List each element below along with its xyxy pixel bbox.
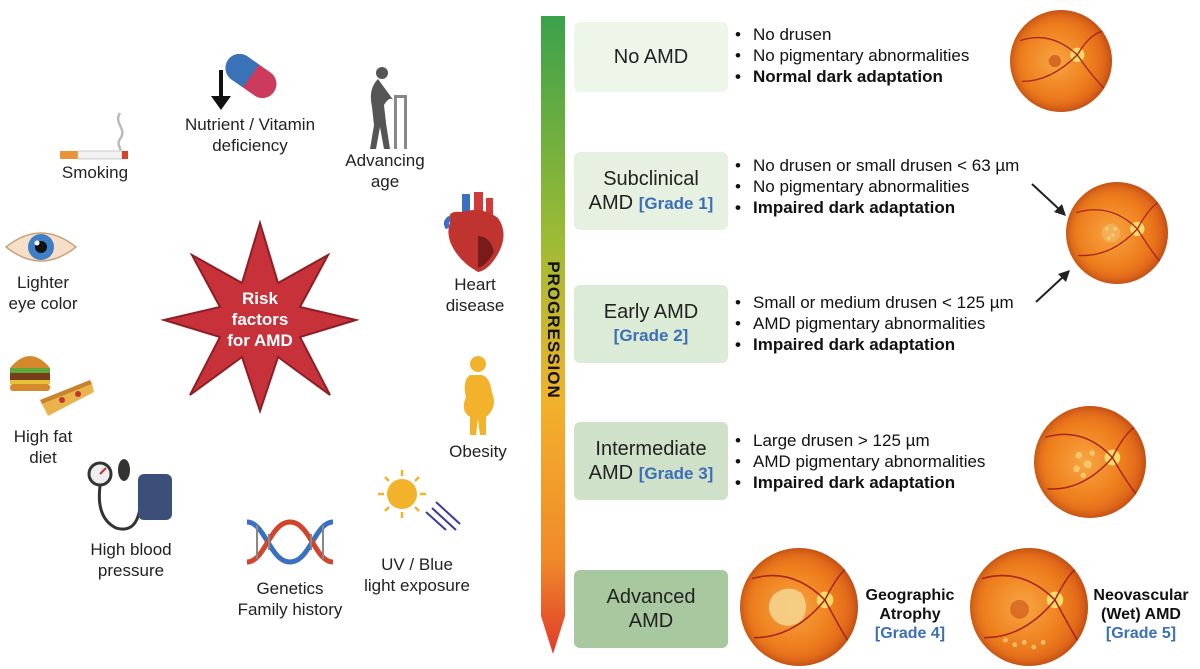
stage-early: Early AMD [Grade 2]	[574, 285, 728, 363]
retina-intermediate-image	[1034, 406, 1146, 518]
stage-no-amd-bullets: No drusen No pigmentary abnormalities No…	[735, 24, 969, 87]
blood-pressure-icon	[87, 459, 172, 531]
dna-icon	[246, 519, 334, 565]
elderly-walker-icon	[370, 67, 407, 149]
risk-label-heart: Heart disease	[445, 275, 505, 315]
risk-factors-star	[160, 219, 360, 415]
obesity-icon	[463, 356, 494, 435]
risk-factors-title: Risk factors for AMD	[227, 289, 293, 350]
risk-label-smoking: Smoking	[61, 163, 129, 182]
progression-arrow	[541, 16, 565, 654]
risk-label-uv: UV / Blue light exposure	[364, 555, 470, 595]
retina-geographic-atrophy-image	[740, 548, 858, 666]
risk-label-diet: High fat diet	[13, 427, 73, 467]
stage-intermediate: Intermediate AMD [Grade 3]	[574, 422, 728, 500]
pill-icon	[211, 53, 277, 110]
stage-advanced: Advanced AMD	[574, 570, 728, 648]
arrow-to-retina-2	[1035, 270, 1070, 303]
progression-label: PROGRESSION	[544, 261, 563, 399]
risk-label-bp: High blood pressure	[90, 540, 172, 580]
retina-normal-image	[1010, 10, 1112, 112]
stage-subclinical: Subclinical AMD [Grade 1]	[574, 152, 728, 230]
retina-neovascular-image	[970, 548, 1088, 666]
stage-no-amd: No AMD	[574, 22, 728, 92]
sun-uv-icon	[378, 470, 461, 531]
risk-label-eye: Lighter eye color	[8, 273, 78, 313]
advanced-ga-label: Geographic Atrophy [Grade 4]	[865, 587, 955, 642]
cigarette-icon	[60, 112, 128, 160]
arrow-to-retina-1	[1031, 183, 1066, 216]
risk-label-age: Advancing age	[345, 151, 425, 191]
risk-label-obesity: Obesity	[449, 442, 507, 461]
heart-icon	[443, 192, 504, 272]
stage-subclinical-bullets: No drusen or small drusen < 63 µm No pig…	[735, 155, 1019, 218]
risk-label-nutrient: Nutrient / Vitamin deficiency	[184, 115, 316, 155]
eye-icon	[4, 232, 78, 262]
advanced-nv-label: Neovascular (Wet) AMD [Grade 5]	[1093, 587, 1189, 642]
stage-intermediate-bullets: Large drusen > 125 µm AMD pigmentary abn…	[735, 430, 985, 493]
risk-label-genetics: Genetics Family history	[237, 579, 343, 619]
stage-early-bullets: Small or medium drusen < 125 µm AMD pigm…	[735, 292, 1014, 355]
retina-early-image	[1066, 182, 1168, 284]
burger-pizza-icon	[10, 356, 94, 416]
